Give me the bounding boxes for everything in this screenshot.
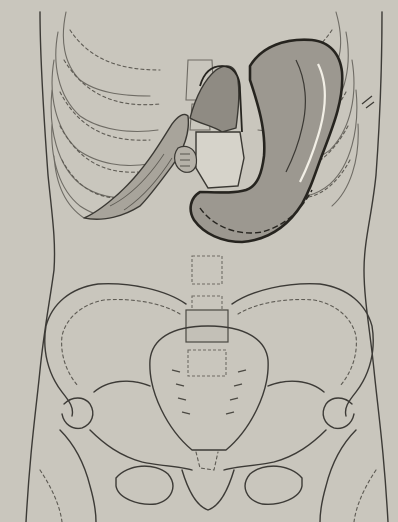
- duodenum-bulb: [175, 146, 197, 172]
- duodenum: [196, 132, 244, 188]
